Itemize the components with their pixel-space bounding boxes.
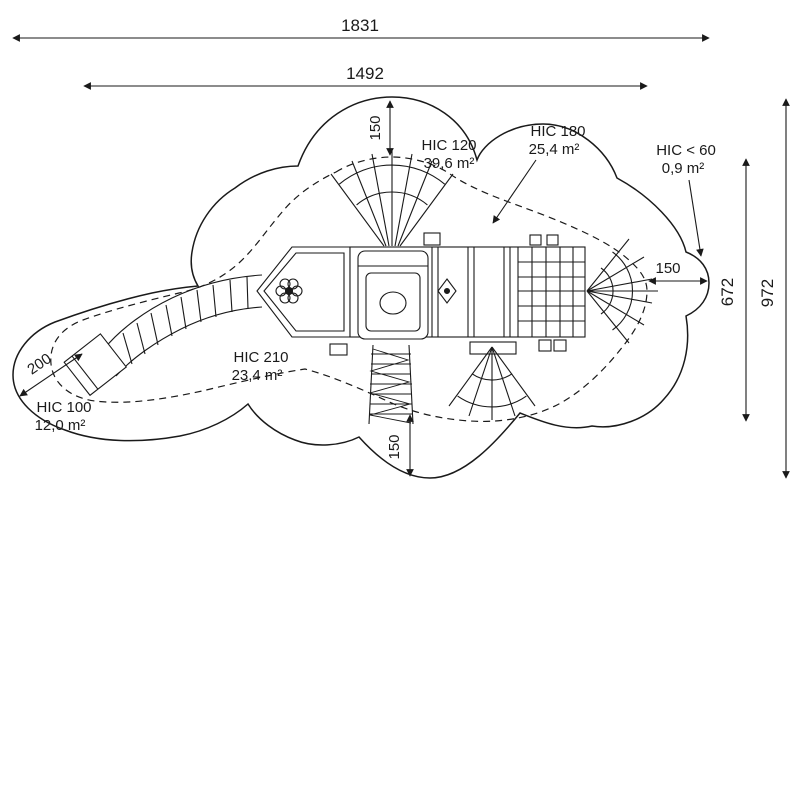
zone-hic100: HIC 100 12,0 m² bbox=[35, 399, 92, 434]
dim-overall-height-label: 972 bbox=[758, 279, 777, 307]
zone-hic180-leader-arrow bbox=[492, 159, 537, 224]
dim-inner-width-label: 1492 bbox=[346, 64, 384, 83]
zone-hic210: HIC 210 23,4 m² bbox=[232, 349, 289, 384]
zone-hic180: HIC 180 25,4 m² bbox=[492, 123, 586, 224]
dimension-inner-width: 1492 bbox=[83, 64, 648, 90]
climb-net-right bbox=[586, 238, 658, 344]
climb-net-top bbox=[330, 151, 454, 247]
zone-hic100-label: HIC 100 bbox=[36, 399, 91, 416]
porthole bbox=[379, 291, 407, 315]
dim-clearance-right-label: 150 bbox=[655, 260, 680, 277]
dimension-overall-width: 1831 bbox=[12, 16, 710, 42]
zone-hic210-label: HIC 210 bbox=[233, 349, 288, 366]
play-structure bbox=[256, 151, 658, 425]
dim-clearance-top-label: 150 bbox=[367, 115, 384, 140]
zone-hic180-area: 25,4 m² bbox=[529, 141, 580, 158]
zone-hic120: HIC 120 39,6 m² bbox=[421, 137, 476, 172]
zone-hic120-area: 39,6 m² bbox=[424, 155, 475, 172]
zone-hic180-label: HIC 180 bbox=[530, 123, 585, 140]
zone-hic100-area: 12,0 m² bbox=[35, 417, 86, 434]
zone-hic60-area: 0,9 m² bbox=[662, 160, 705, 177]
zone-hic60-label: HIC < 60 bbox=[656, 142, 716, 159]
zone-hic60: HIC < 60 0,9 m² bbox=[656, 142, 716, 257]
diamond-element bbox=[437, 278, 457, 304]
dim-clearance-bottom-label: 150 bbox=[386, 434, 403, 459]
zone-hic60-leader-arrow bbox=[688, 179, 704, 257]
dimension-clearance-right: 150 bbox=[648, 260, 708, 285]
impact-zone-dashed-outline bbox=[50, 156, 648, 422]
climb-net-bottom bbox=[448, 346, 536, 420]
spinner-icon bbox=[275, 278, 303, 304]
zone-hic120-label: HIC 120 bbox=[421, 137, 476, 154]
net-mesh-deck bbox=[518, 247, 585, 337]
dimension-overall-height: 972 bbox=[758, 98, 790, 479]
dimension-clearance-bottom: 150 bbox=[386, 414, 414, 477]
dimension-inner-height: 672 bbox=[718, 158, 750, 422]
dim-inner-height-label: 672 bbox=[718, 278, 737, 306]
dimension-clearance-top: 150 bbox=[367, 100, 394, 156]
cabin bbox=[357, 250, 429, 340]
dim-overall-width-label: 1831 bbox=[341, 16, 379, 35]
zone-hic210-area: 23,4 m² bbox=[232, 367, 283, 384]
rope-ladder bbox=[368, 344, 414, 425]
